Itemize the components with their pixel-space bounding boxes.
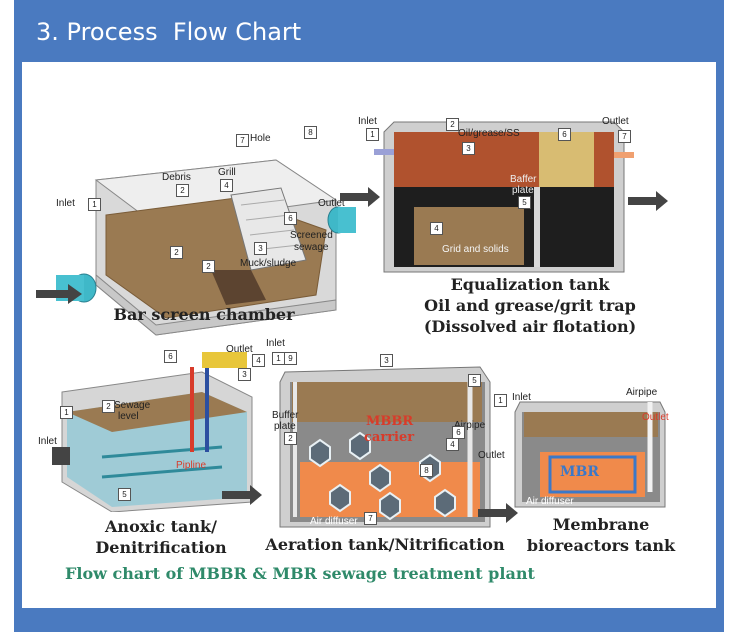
aeration-diffuser-label: Air diffuser	[310, 516, 358, 527]
aeration-illustration	[279, 366, 491, 528]
membrane-caption-line-1: Membrane	[552, 515, 650, 534]
aeration-baffle-label-1: Buffer	[272, 410, 299, 421]
bar-outlet-label: Outlet	[318, 198, 345, 209]
membrane-airpipe-label: Airpipe	[626, 387, 658, 398]
footer-caption: Flow chart of MBBR & MBR sewage treatmen…	[65, 564, 535, 583]
aeration-baffle-label-2: plate	[274, 421, 296, 432]
anoxic-tag-2: 2	[102, 400, 115, 413]
flow-arrow-1	[340, 187, 380, 207]
bar-tag-7: 7	[236, 134, 249, 147]
aeration-carrier-label: carrier	[364, 430, 415, 445]
aeration-tag-2: 2	[284, 432, 297, 445]
bar-hole-label: Hole	[250, 133, 271, 144]
bar-tag-8: 8	[304, 126, 317, 139]
eq-caption-line-3: (Dissolved air flotation)	[423, 317, 637, 336]
bar-tag-1: 1	[88, 198, 101, 211]
eq-grid-label: Grid and solids	[442, 244, 509, 255]
bar-tag-6: 6	[284, 212, 297, 225]
anoxic-sewage-label-2: level	[118, 411, 139, 422]
aeration-tag-6: 6	[452, 426, 465, 439]
bar-tag-2: 2	[176, 184, 189, 197]
anoxic-tag-1: 1	[60, 406, 73, 419]
bar-screen-caption: Bar screen chamber	[113, 305, 295, 324]
eq-oil-label: Oil/grease/SS	[458, 128, 520, 139]
page-title: 3. Process Flow Chart	[36, 18, 302, 46]
anoxic-tag-3: 3	[238, 368, 251, 381]
frame-bottom	[14, 608, 724, 632]
flow-arrow-2	[628, 191, 668, 211]
eq-baffle-label-1: Baffer	[510, 174, 537, 185]
bar-tag-2b: 2	[170, 246, 183, 259]
bar-tag-2c: 2	[202, 260, 215, 273]
membrane-diffuser-label: Air diffuser	[526, 496, 574, 507]
aeration-tag-4: 4	[446, 438, 459, 451]
membrane-mbr-label: MBR	[560, 464, 599, 480]
eq-caption-line-1: Equalization tank	[450, 275, 610, 294]
aeration-inlet-label: Inlet	[266, 338, 285, 349]
flow-arrow-3	[222, 485, 262, 505]
bar-screened-label: Screened	[290, 230, 333, 241]
membrane-caption: Membrane bioreactors tank	[526, 514, 676, 556]
membrane-tag-1: 1	[494, 394, 507, 407]
anoxic-caption-line-1: Anoxic tank/	[105, 517, 217, 536]
aeration-tag-3: 3	[380, 354, 393, 367]
frame-left	[14, 62, 22, 632]
anoxic-tag-5: 5	[118, 488, 131, 501]
eq-caption-line-2: Oil and grease/grit trap	[424, 296, 636, 315]
aeration-airpipe-label: Airpipe	[454, 420, 486, 431]
anoxic-inlet-label: Inlet	[38, 436, 57, 447]
eq-tag-6: 6	[558, 128, 571, 141]
anoxic-tag-6: 6	[164, 350, 177, 363]
eq-baffle-label-2: plate	[512, 185, 534, 196]
membrane-illustration	[514, 401, 666, 508]
eq-tag-7: 7	[618, 130, 631, 143]
bar-inlet-label: Inlet	[56, 198, 75, 209]
anoxic-outlet-label: Outlet	[226, 344, 253, 355]
bar-muck-label: Muck/sludge	[240, 258, 297, 269]
aeration-tag-8: 8	[420, 464, 433, 477]
anoxic-tag-4: 4	[252, 354, 265, 367]
diagram-panel: Inlet Outlet Debris Grill Hole Screened …	[22, 62, 716, 608]
anoxic-illustration	[52, 352, 253, 512]
frame-right	[716, 62, 724, 632]
eq-tag-4: 4	[430, 222, 443, 235]
bar-screen-illustration	[56, 159, 356, 336]
aeration-caption: Aeration tank/Nitrification	[265, 535, 505, 554]
bar-grill-label: Grill	[218, 167, 236, 178]
eq-tag-2: 2	[446, 118, 459, 131]
membrane-caption-line-2: bioreactors tank	[526, 536, 676, 555]
aeration-tag-5: 5	[468, 374, 481, 387]
flow-arrow-4	[478, 503, 518, 523]
anoxic-caption: Anoxic tank/ Denitrification	[86, 516, 236, 558]
anoxic-caption-line-2: Denitrification	[95, 538, 227, 557]
aeration-outlet-label: Outlet	[478, 450, 505, 461]
aeration-mbbr-label: MBBR	[366, 414, 414, 429]
eq-tag-1: 1	[366, 128, 379, 141]
equalization-caption: Equalization tank Oil and grease/grit tr…	[420, 274, 640, 337]
header-bar: 3. Process Flow Chart	[14, 0, 724, 62]
bar-tag-4: 4	[220, 179, 233, 192]
eq-tag-5: 5	[518, 196, 531, 209]
bar-sewage-label: sewage	[294, 242, 329, 253]
eq-tag-3: 3	[462, 142, 475, 155]
eq-outlet-label: Outlet	[602, 116, 629, 127]
aeration-tag-9: 9	[284, 352, 297, 365]
anoxic-pipeline-label: Pipline	[176, 460, 207, 471]
membrane-outlet-label: Outlet	[642, 412, 669, 423]
aeration-tag-7: 7	[364, 512, 377, 525]
membrane-inlet-label: Inlet	[512, 392, 531, 403]
equalization-illustration	[374, 121, 634, 273]
bar-tag-3: 3	[254, 242, 267, 255]
anoxic-sewage-label-1: Sewage	[114, 400, 151, 411]
bar-debris-label: Debris	[162, 172, 191, 183]
eq-inlet-label: Inlet	[358, 116, 377, 127]
flow-arrow-inlet	[36, 284, 82, 304]
